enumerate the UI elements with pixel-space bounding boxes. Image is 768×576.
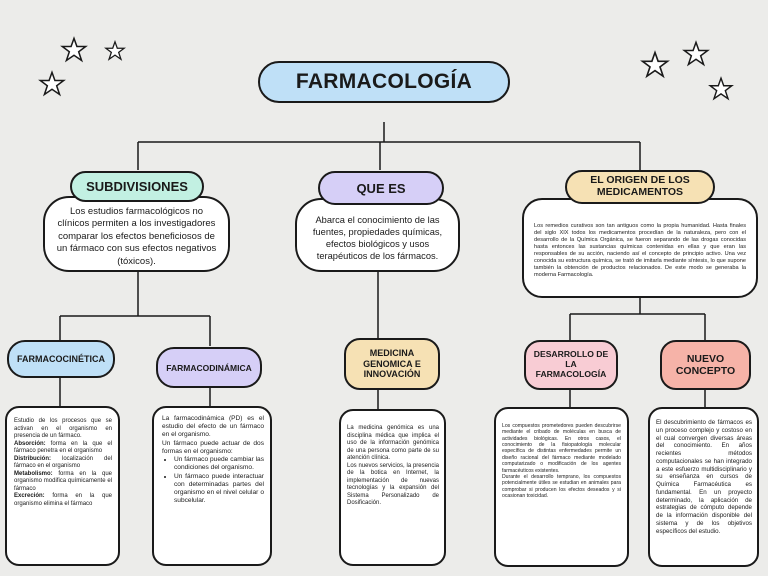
origen-node: EL ORIGEN DE LOS MEDICAMENTOS — [565, 170, 715, 204]
item-term: Absorción: — [14, 440, 46, 447]
farmacocinetica-intro: Estudio de los procesos que se activan e… — [14, 418, 112, 439]
farmacodinamica-node: FARMACODINÁMICA — [156, 347, 262, 388]
que-es-text-box: Abarca el conocimiento de las fuentes, p… — [295, 198, 460, 272]
list-item: Un fármaco puede interactuar con determi… — [174, 473, 264, 506]
farmacocinetica-node: FARMACOCINÉTICA — [7, 340, 115, 378]
medicina-node: MEDICINA GENOMICA E INNOVACIÓN — [344, 338, 440, 390]
farmacocinetica-item: Metabolismo: forma en la que organismo m… — [14, 471, 112, 494]
medicina-text-2: Los nuevos servicios, la presencia de la… — [347, 462, 439, 507]
farmacodinamica-list: Un fármaco puede cambiar las condiciones… — [174, 456, 264, 505]
nuevo-concepto-text: El descubrimiento de fármacos es un proc… — [656, 419, 752, 535]
que-es-label: QUE ES — [356, 180, 406, 196]
star-icon — [60, 36, 88, 63]
medicina-label: MEDICINA GENOMICA E INNOVACIÓN — [363, 348, 421, 380]
star-icon — [104, 40, 126, 61]
page-title: FARMACOLOGÍA — [295, 70, 473, 93]
desarrollo-text-1: Los compuestos prometedores pueden descu… — [502, 423, 621, 474]
item-term: Distribución: — [14, 455, 51, 462]
origen-label: EL ORIGEN DE LOS MEDICAMENTOS — [590, 174, 690, 198]
medicina-text-1: La medicina genómica es una disciplina m… — [347, 425, 439, 461]
subdivisiones-text: Los estudios farmacológicos no clínicos … — [56, 206, 217, 267]
que-es-node: QUE ES — [318, 171, 444, 205]
item-desc: forma en la que organismo elimina el fár… — [14, 493, 112, 507]
farmacocinetica-text-box: Estudio de los procesos que se activan e… — [5, 406, 120, 566]
que-es-text: Abarca el conocimiento de las fuentes, p… — [312, 214, 443, 262]
farmacocinetica-item: Distribución: localización del fármaco e… — [14, 456, 112, 471]
farmacodinamica-text-box: La farmacodinámica (PD) es el estudio de… — [152, 406, 272, 566]
list-item: Un fármaco puede cambiar las condiciones… — [174, 456, 264, 472]
nuevo-concepto-label: NUEVO CONCEPTO — [675, 352, 736, 377]
item-term: Metabolismo: — [14, 470, 53, 477]
farmacocinetica-item: Absorción: forma en la que el fármaco pe… — [14, 441, 112, 456]
subdivisiones-node: SUBDIVISIONES — [70, 171, 204, 202]
origen-text: Los remedios curativos son tan antiguos … — [534, 223, 746, 278]
star-icon — [708, 76, 734, 101]
title-node: FARMACOLOGÍA — [258, 61, 510, 103]
item-desc: forma en la que el fármaco penetra en el… — [14, 440, 112, 455]
desarrollo-text-box: Los compuestos prometedores pueden descu… — [494, 407, 629, 567]
medicina-text-box: La medicina genómica es una disciplina m… — [339, 409, 446, 566]
item-term: Excreción: — [14, 493, 45, 499]
item-desc: forma en la que organismo modifica quími… — [14, 470, 112, 492]
farmacocinetica-item: Excreción: forma en la que organismo eli… — [14, 493, 112, 508]
desarrollo-node: DESARROLLO DE LA FARMACOLOGÍA — [524, 340, 618, 390]
subdivisiones-label: SUBDIVISIONES — [86, 179, 188, 194]
desarrollo-text-2: Durante el desarrollo temprano, los comp… — [502, 473, 621, 499]
star-icon — [38, 70, 66, 97]
origen-text-box: Los remedios curativos son tan antiguos … — [522, 198, 758, 298]
farmacodinamica-intro: La farmacodinámica (PD) es el estudio de… — [162, 415, 264, 439]
nuevo-concepto-text-box: El descubrimiento de fármacos es un proc… — [648, 407, 759, 567]
farmacocinetica-label: FARMACOCINÉTICA — [17, 354, 105, 364]
item-desc: localización del fármaco en el organismo — [14, 455, 112, 470]
desarrollo-label: DESARROLLO DE LA FARMACOLOGÍA — [533, 349, 609, 379]
farmacodinamica-intro2: Un fármaco puede actuar de dos formas en… — [162, 439, 264, 455]
star-icon — [682, 40, 710, 67]
star-icon — [640, 50, 670, 79]
farmacodinamica-label: FARMACODINÁMICA — [166, 362, 252, 373]
subdivisiones-text-box: Los estudios farmacológicos no clínicos … — [43, 196, 230, 272]
nuevo-concepto-node: NUEVO CONCEPTO — [660, 340, 751, 390]
